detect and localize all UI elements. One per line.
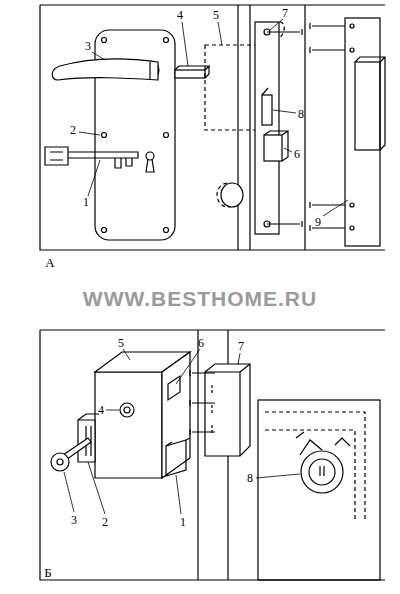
- door-handle: [52, 59, 158, 80]
- callout-number: 3: [71, 514, 77, 526]
- callout-number: 2: [102, 516, 108, 528]
- screws: [190, 370, 215, 435]
- callout-number: 7: [238, 340, 244, 352]
- callout-number: 9: [315, 216, 321, 228]
- panel-frame: [40, 5, 385, 250]
- rim-lock-body: [95, 352, 190, 478]
- key: [45, 147, 138, 168]
- panel-letter: Б: [44, 566, 51, 579]
- key: [51, 438, 91, 471]
- callout-number: 4: [177, 9, 183, 21]
- callout-number: 6: [198, 337, 204, 349]
- strike-plate: [345, 18, 385, 246]
- callout-number: 5: [213, 9, 219, 21]
- callout-number: 8: [298, 108, 304, 120]
- cylinder-hole: [221, 183, 243, 207]
- screws: [267, 23, 345, 231]
- leader-lines: [64, 349, 300, 514]
- panel-frame: [40, 330, 385, 580]
- callout-number: 6: [294, 148, 300, 160]
- keeper: [205, 364, 250, 456]
- cylinder-face: [296, 432, 350, 493]
- panel-letter: А: [45, 256, 54, 269]
- leader-lines: [79, 19, 348, 216]
- callout-number: 2: [70, 124, 76, 136]
- callout-number: 5: [118, 337, 124, 349]
- spindle: [175, 66, 209, 78]
- callout-number: 1: [83, 196, 89, 208]
- callout-number: 3: [85, 40, 91, 52]
- callout-number: 8: [247, 472, 253, 484]
- callout-number: 4: [98, 404, 104, 416]
- callout-number: 1: [180, 516, 186, 528]
- inset-lock: [265, 412, 365, 520]
- callout-number: 7: [282, 7, 288, 19]
- watermark: WWW.BESTHOME.RU: [83, 288, 317, 309]
- faceplate: [255, 22, 288, 234]
